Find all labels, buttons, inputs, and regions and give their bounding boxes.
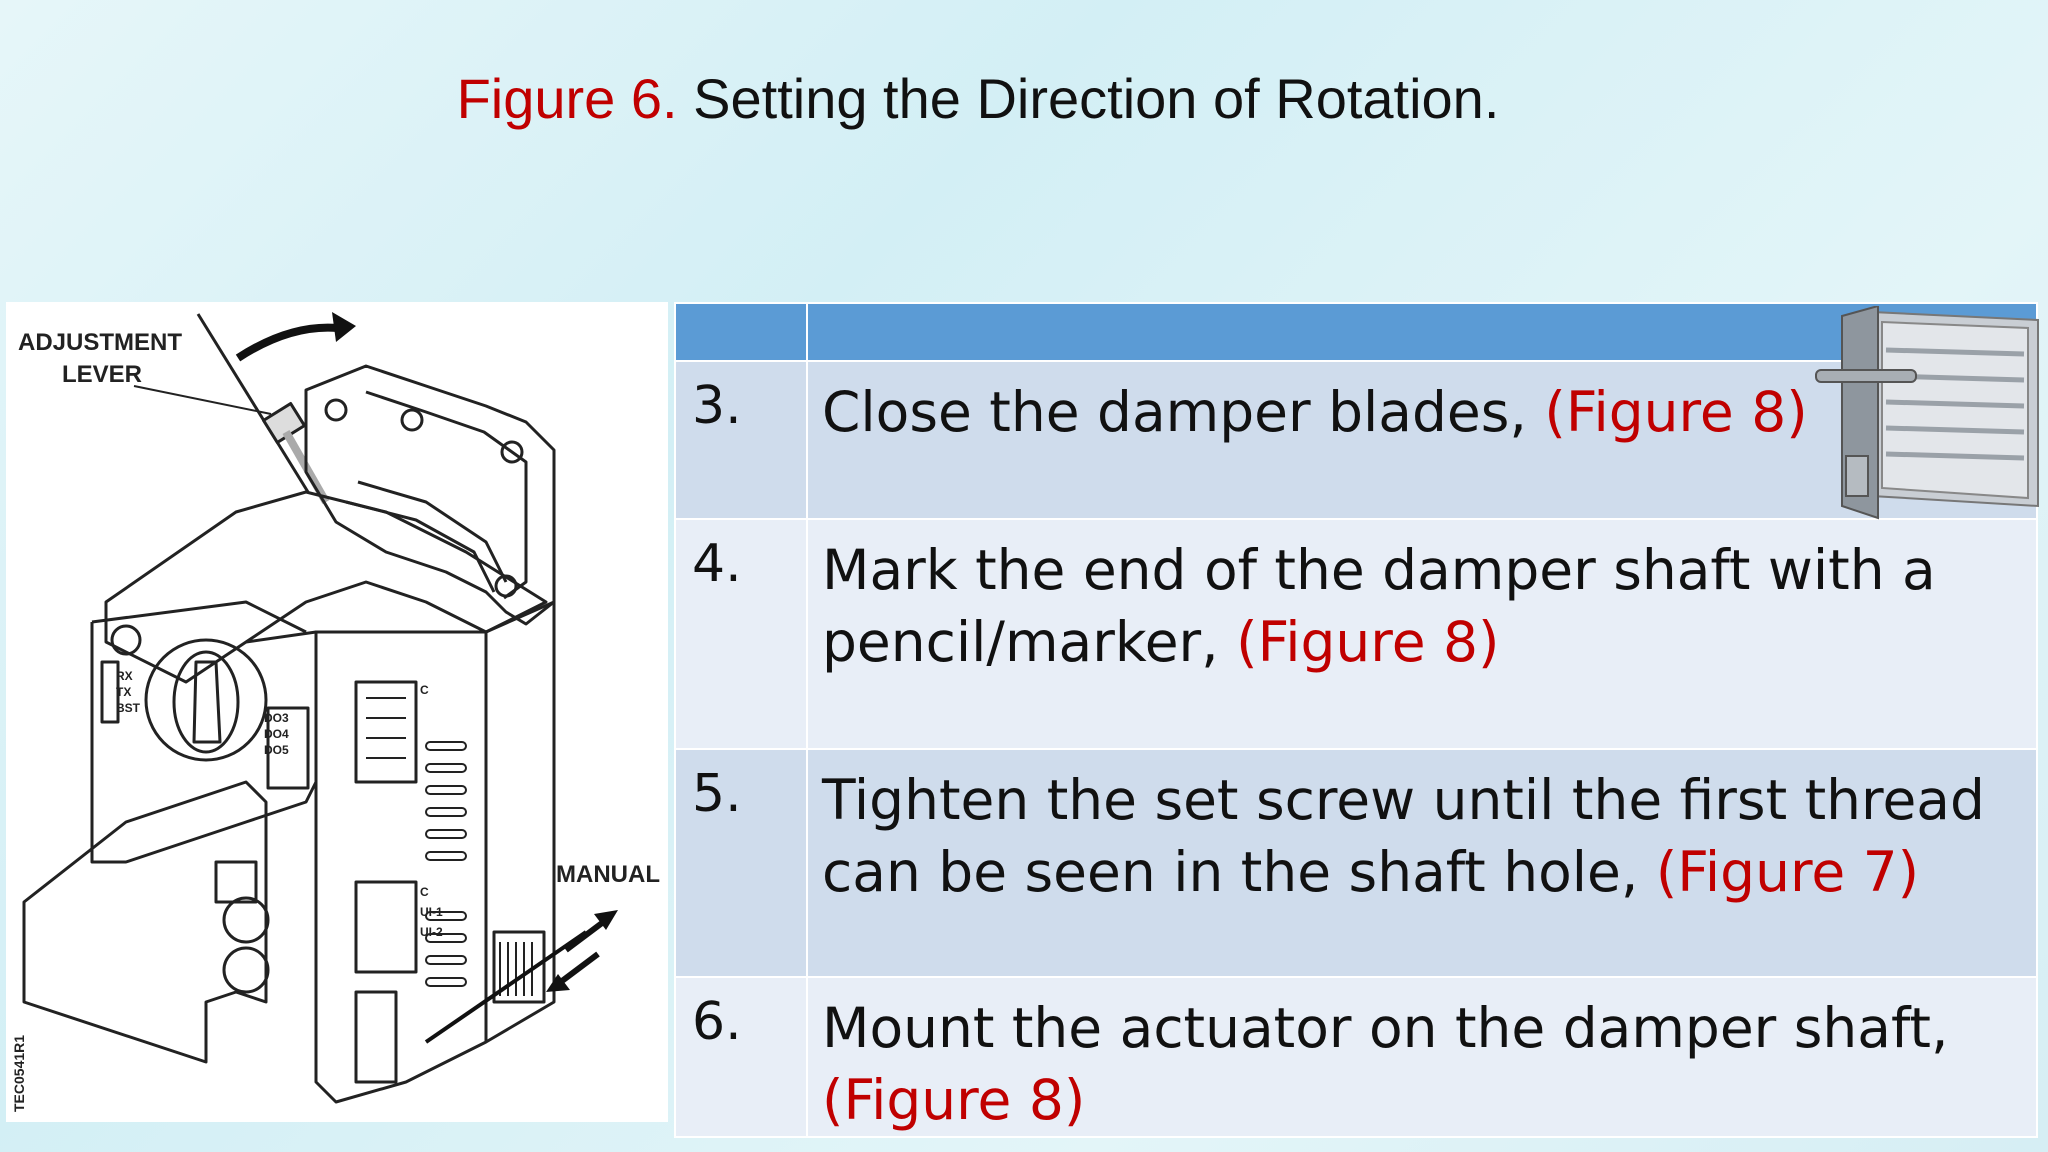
- step-text: Mount the actuator on the damper shaft, …: [806, 976, 2038, 1138]
- step-number: 4.: [674, 518, 808, 750]
- table-row: 3. Close the damper blades, (Figure 8): [674, 360, 2038, 520]
- step-text: Close the damper blades, (Figure 8): [806, 360, 2038, 520]
- manual-label: MANUAL: [556, 861, 660, 888]
- figure-reference: (Figure 8): [1236, 610, 1500, 674]
- double-arrow-icon: [424, 910, 618, 1044]
- steps-table: 3. Close the damper blades, (Figure 8) 4…: [674, 302, 2038, 1138]
- figure-reference: (Figure 8): [1544, 380, 1808, 444]
- step-number: 5.: [674, 748, 808, 978]
- c-label-bottom: C: [420, 885, 429, 899]
- table-row: 6. Mount the actuator on the damper shaf…: [674, 976, 2038, 1138]
- ui2-label: UI-2: [420, 925, 443, 939]
- header-cell-text: [806, 302, 2038, 362]
- tx-label: TX: [116, 685, 131, 699]
- header-cell-number: [674, 302, 808, 362]
- curved-arrow-icon: [235, 323, 339, 362]
- actuator-diagram: ADJUSTMENT LEVER MANUAL RX TX BST DO3 DO…: [6, 302, 668, 1122]
- rx-label: RX: [116, 669, 133, 683]
- ui1-label: UI-1: [420, 905, 443, 919]
- do5-label: DO5: [264, 743, 289, 757]
- table-row: 4. Mark the end of the damper shaft with…: [674, 518, 2038, 750]
- table-header-row: [674, 302, 2038, 362]
- figure-caption: Setting the Direction of Rotation.: [693, 67, 1500, 130]
- slide-title: Figure 6. Setting the Direction of Rotat…: [0, 66, 1956, 131]
- step-number: 6.: [674, 976, 808, 1138]
- figure-reference: (Figure 8): [822, 1068, 1086, 1132]
- figure-reference: (Figure 7): [1655, 840, 1920, 904]
- step-text: Mark the end of the damper shaft with a …: [806, 518, 2038, 750]
- do4-label: DO4: [264, 727, 289, 741]
- figure-code-label: TEC0541R1: [11, 1035, 27, 1112]
- actuator-illustration: ADJUSTMENT LEVER MANUAL RX TX BST DO3 DO…: [11, 312, 660, 1112]
- lever-label: LEVER: [62, 361, 142, 388]
- do3-label: DO3: [264, 711, 289, 725]
- c-label-top: C: [420, 683, 429, 697]
- step-number: 3.: [674, 360, 808, 520]
- figure-number: Figure 6.: [456, 67, 678, 130]
- damper-photo: [1812, 304, 2040, 528]
- step-text: Tighten the set screw until the first th…: [806, 748, 2038, 978]
- adjustment-label: ADJUSTMENT: [18, 329, 182, 356]
- bst-label: BST: [116, 701, 141, 715]
- table-row: 5. Tighten the set screw until the first…: [674, 748, 2038, 978]
